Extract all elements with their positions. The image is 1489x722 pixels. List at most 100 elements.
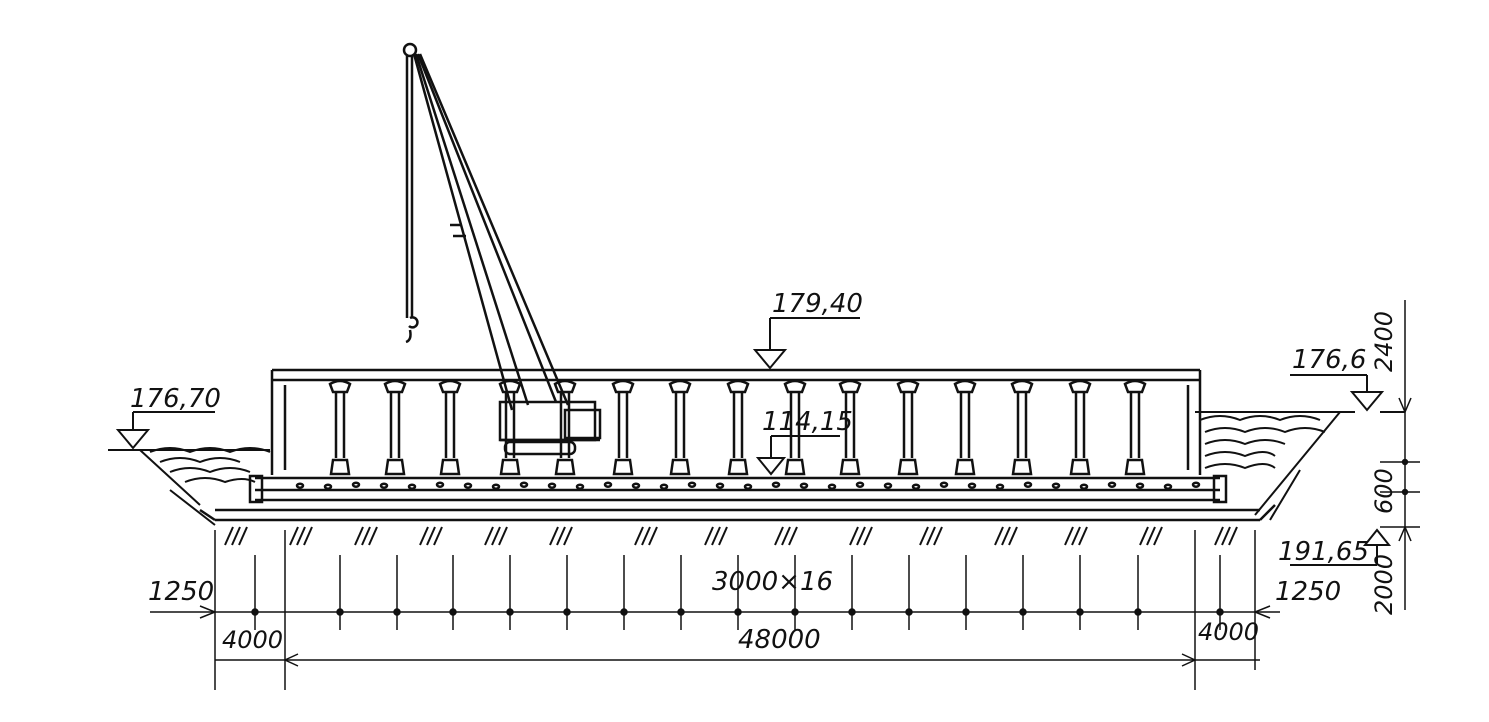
soil-hatch-stroke xyxy=(863,526,873,546)
column-capital xyxy=(383,379,407,394)
column-base xyxy=(954,458,976,476)
column-capital xyxy=(896,379,920,394)
column-base xyxy=(554,458,576,476)
soil-hatch-stroke xyxy=(718,526,728,546)
soil-hatch-stroke xyxy=(648,526,658,546)
column-capital xyxy=(328,379,352,394)
crane xyxy=(402,42,602,456)
soil-hatch-stroke xyxy=(1214,526,1224,546)
label-elev-176-6: 176,6 xyxy=(1292,345,1366,375)
label-right-pit: 4000 xyxy=(1198,618,1259,646)
slab-aggregate xyxy=(603,481,613,488)
pile-node xyxy=(336,608,344,616)
slab-aggregate xyxy=(407,483,417,490)
column-base xyxy=(499,458,521,476)
slab-aggregate xyxy=(827,483,837,490)
slab-aggregate xyxy=(799,482,809,489)
label-right-offset: 1250 xyxy=(1275,577,1341,607)
slab-aggregate xyxy=(855,481,865,488)
column-capital xyxy=(838,379,862,394)
label-elev-114-15: 114,15 xyxy=(762,407,853,437)
slab-aggregate xyxy=(1107,481,1117,488)
column-capital xyxy=(498,379,522,394)
pile-node xyxy=(677,608,685,616)
dimension-grid xyxy=(150,530,1280,690)
ground-fill xyxy=(108,411,1405,526)
slab-aggregate xyxy=(547,482,557,489)
arrow-48000-right xyxy=(1181,653,1197,667)
frame-structure xyxy=(199,368,1276,522)
column-capital xyxy=(553,379,577,394)
slab-aggregate xyxy=(1163,483,1173,490)
soil-hatching xyxy=(224,526,1238,546)
pile-node xyxy=(791,608,799,616)
soil-hatch-stroke xyxy=(926,526,936,546)
soil-hatch-stroke xyxy=(433,526,443,546)
frame-column xyxy=(328,379,352,476)
pile-node xyxy=(1019,608,1027,616)
slab-aggregate xyxy=(687,481,697,488)
slab-aggregate xyxy=(575,483,585,490)
column-base xyxy=(439,458,461,476)
label-height-middle: 600 xyxy=(1370,468,1398,514)
slab-aggregate xyxy=(743,483,753,490)
column-capital xyxy=(1068,379,1092,394)
frame-column xyxy=(953,379,977,476)
frame-column xyxy=(498,379,522,476)
column-capital xyxy=(953,379,977,394)
pile-node xyxy=(449,608,457,616)
slab-aggregate xyxy=(295,482,305,489)
soil-hatch-stroke xyxy=(1221,526,1231,546)
label-elev-176-70: 176,70 xyxy=(130,384,221,414)
slab-aggregate xyxy=(491,483,501,490)
crane-hook xyxy=(405,316,419,344)
level-marker-179-40 xyxy=(752,349,788,370)
slab-aggregate xyxy=(1079,483,1089,490)
column-capital xyxy=(1123,379,1147,394)
soil-hatch-stroke xyxy=(361,526,371,546)
pile-node xyxy=(506,608,514,616)
slab-aggregate xyxy=(351,481,361,488)
label-span-total: 48000 xyxy=(738,625,821,655)
slab-aggregate xyxy=(631,482,641,489)
frame-column xyxy=(1010,379,1034,476)
soil-hatch-stroke xyxy=(704,526,714,546)
soil-hatch-stroke xyxy=(303,526,313,546)
pile-node xyxy=(734,608,742,616)
slab-aggregate xyxy=(1023,481,1033,488)
column-base xyxy=(612,458,634,476)
column-base xyxy=(1124,458,1146,476)
slab-aggregate xyxy=(1051,482,1061,489)
label-height-lower: 2000 xyxy=(1370,554,1398,615)
slab-aggregate xyxy=(771,481,781,488)
level-markers xyxy=(115,317,1392,566)
soil-hatch-stroke xyxy=(788,526,798,546)
soil-hatch-stroke xyxy=(549,526,559,546)
soil-hatch-stroke xyxy=(231,526,241,546)
soil-hatch-stroke xyxy=(1153,526,1163,546)
slab-aggregate xyxy=(379,482,389,489)
pile-node xyxy=(1216,608,1224,616)
pile-node xyxy=(563,608,571,616)
column-capital xyxy=(611,379,635,394)
slab-aggregate xyxy=(939,481,949,488)
crane-top-pulley xyxy=(402,42,418,58)
soil-hatch-stroke xyxy=(994,526,1004,546)
slab-aggregate xyxy=(659,483,669,490)
soil-hatch-stroke xyxy=(1064,526,1074,546)
pile-node xyxy=(393,608,401,616)
frame-column xyxy=(1123,379,1147,476)
soil-hatch-stroke xyxy=(426,526,436,546)
soil-hatch-stroke xyxy=(419,526,429,546)
slab-aggregate xyxy=(911,483,921,490)
pile-node xyxy=(620,608,628,616)
soil-hatch-stroke xyxy=(238,526,248,546)
soil-hatch-stroke xyxy=(563,526,573,546)
frame-column xyxy=(896,379,920,476)
column-capital xyxy=(668,379,692,394)
slab-aggregate xyxy=(1191,481,1201,488)
column-capital xyxy=(726,379,750,394)
frame-column xyxy=(783,379,807,476)
column-base xyxy=(384,458,406,476)
